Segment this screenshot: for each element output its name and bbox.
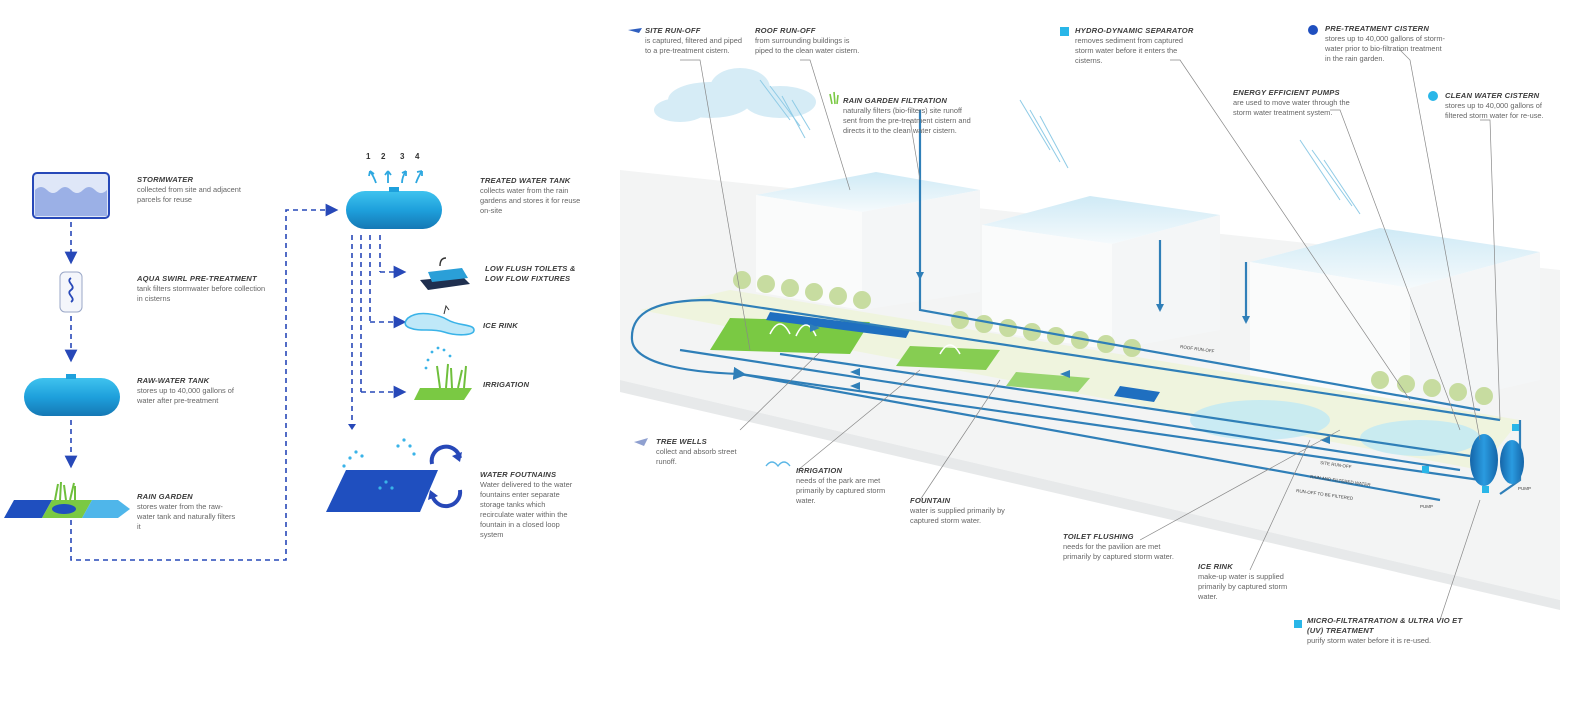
rain-garden-icon — [4, 481, 130, 518]
clean-cistern-dot-icon — [1428, 91, 1438, 101]
water-fountains-desc: Water delivered to the water fountains e… — [480, 480, 573, 539]
rain-garden-filtration-label: RAIN GARDEN FILTRATION naturally filters… — [843, 96, 975, 136]
stormwater-desc: collected from site and adjacent parcels… — [137, 185, 241, 204]
raw-water-tank-label: RAW-WATER TANK stores up to 40,000 gallo… — [137, 376, 247, 406]
treated-tank-label: TREATED WATER TANK collects water from t… — [480, 176, 590, 216]
rain-lines — [759, 79, 1361, 215]
stormwater-box-icon — [32, 172, 110, 219]
sink-icon — [420, 257, 470, 290]
treated-water-tank-icon — [346, 187, 442, 229]
outlet-number-4: 4 — [415, 152, 420, 161]
low-flush-label: LOW FLUSH TOILETS & LOW FLOW FIXTURES — [485, 264, 595, 284]
separator-icon — [1060, 27, 1069, 36]
water-fountains-title: WATER FOUTNAINS — [480, 470, 557, 479]
ice-rink-icon — [404, 304, 475, 336]
fountain-right-title: FOUNTAIN — [910, 496, 951, 505]
clean-cistern-label: CLEAN WATER CISTERN stores up to 40,000 … — [1445, 91, 1555, 121]
clean-water-cistern-icon — [1500, 440, 1524, 484]
aqua-swirl-title: AQUA SWIRL PRE-TREATMENT — [137, 274, 257, 283]
micro-filtration-icon — [1294, 620, 1302, 628]
irrigation-spray-icon — [765, 461, 791, 468]
right-site-diagram: ROOF RUN-OFF SITE RUN-OFF RAIN AND FILTE… — [620, 25, 1560, 628]
pipe-label-roof-runoff: ROOF RUN-OFF — [1180, 344, 1215, 354]
ice-rink-title: ICE RINK — [483, 321, 518, 330]
irrigation-label: IRRIGATION — [483, 380, 563, 390]
raw-water-tank-title: RAW-WATER TANK — [137, 376, 210, 385]
fountain-sprays — [769, 323, 961, 355]
energy-pumps-title: ENERGY EFFICIENT PUMPS — [1233, 88, 1340, 97]
toilet-flushing-title: TOILET FLUSHING — [1063, 532, 1134, 541]
pipe-label-site-runoff: SITE RUN-OFF — [1320, 460, 1352, 469]
roof-runoff-label: ROOF RUN-OFF from surrounding buildings … — [755, 26, 865, 56]
ice-rink-right-title: ICE RINK — [1198, 562, 1233, 571]
micro-filtration-label: MICRO-FILTRATRATION & ULTRA VIO ET (UV) … — [1307, 616, 1467, 646]
aqua-swirl-desc: tank filters stormwater before collectio… — [137, 284, 266, 303]
outlet-number-2: 2 — [381, 152, 386, 161]
raw-water-tank-icon — [24, 374, 120, 416]
tree-wells-desc: collect and absorb street runoff. — [656, 447, 737, 466]
ice-rink-label: ICE RINK — [483, 321, 563, 331]
roof-runoff-desc: from surrounding buildings is piped to t… — [755, 36, 860, 55]
toilet-flushing-label: TOILET FLUSHING needs for the pavilion a… — [1063, 532, 1178, 562]
fountain-right-label: FOUNTAIN water is supplied primarily by … — [910, 496, 1030, 526]
site-runoff-desc: is captured, filtered and piped to a pre… — [645, 36, 742, 55]
water-fountains-label: WATER FOUTNAINS Water delivered to the w… — [480, 470, 578, 540]
toilet-flushing-desc: needs for the pavilion are met primarily… — [1063, 542, 1174, 561]
aqua-swirl-label: AQUA SWIRL PRE-TREATMENT tank filters st… — [137, 274, 267, 304]
treated-tank-desc: collects water from the rain gardens and… — [480, 186, 581, 215]
micro-filtration-title: MICRO-FILTRATRATION & ULTRA VIO ET (UV) … — [1307, 616, 1463, 635]
low-flush-title: LOW FLUSH TOILETS & LOW FLOW FIXTURES — [485, 264, 576, 283]
left-flow-diagram — [4, 170, 475, 561]
roof-runoff-title: ROOF RUN-OFF — [755, 26, 816, 35]
stormwater-title: STORMWATER — [137, 175, 194, 184]
treated-tank-title: TREATED WATER TANK — [480, 176, 571, 185]
hydro-separator-desc: removes sediment from captured storm wat… — [1075, 36, 1184, 65]
irrigation-icon — [414, 346, 472, 400]
rain-garden-desc: stores water from the raw-water tank and… — [137, 502, 236, 531]
hydro-separator-title: HYDRO-DYNAMIC SEPARATOR — [1075, 26, 1194, 35]
fountain-icon — [326, 438, 463, 512]
outlet-number-3: 3 — [400, 152, 405, 161]
tree-wells-label: TREE WELLS collect and absorb street run… — [656, 437, 746, 467]
pretreatment-cistern-title: PRE-TREATMENT CISTERN — [1325, 24, 1430, 33]
building-3 — [1250, 228, 1540, 410]
hydro-separator-label: HYDRO-DYNAMIC SEPARATOR removes sediment… — [1075, 26, 1195, 66]
rain-garden-title: RAIN GARDEN — [137, 492, 193, 501]
rain-garden-filtration-title: RAIN GARDEN FILTRATION — [843, 96, 948, 105]
irrigation-title: IRRIGATION — [483, 380, 530, 389]
outlet-arrows — [368, 170, 423, 184]
clean-cistern-title: CLEAN WATER CISTERN — [1445, 91, 1540, 100]
clean-cistern-desc: stores up to 40,000 gallons of filtered … — [1445, 101, 1544, 120]
site-runoff-title: SITE RUN-OFF — [645, 26, 701, 35]
tree-wells-icon — [634, 438, 648, 446]
pre-treatment-cistern-icon — [1470, 434, 1498, 486]
rain-garden-filtration-desc: naturally filters (bio-filters) site run… — [843, 106, 971, 135]
irrigation-right-title: IRRIGATION — [796, 466, 843, 475]
micro-filtration-desc: purify storm water before it is re-used. — [1307, 636, 1432, 645]
irrigation-right-label: IRRIGATION needs of the park are met pri… — [796, 466, 892, 506]
tree-wells-title: TREE WELLS — [656, 437, 707, 446]
stormwater-label: STORMWATER collected from site and adjac… — [137, 175, 257, 205]
rain-garden-label: RAIN GARDEN stores water from the raw-wa… — [137, 492, 237, 532]
site-runoff-icon — [628, 28, 642, 33]
ice-rink-right-label: ICE RINK make-up water is supplied prima… — [1198, 562, 1308, 602]
pretreatment-cistern-dot-icon — [1308, 25, 1318, 35]
site-runoff-label: SITE RUN-OFF is captured, filtered and p… — [645, 26, 745, 56]
pipe-label-pump-2: PUMP — [1420, 504, 1433, 509]
aqua-swirl-icon — [59, 271, 83, 313]
energy-pumps-desc: are used to move water through the storm… — [1233, 98, 1350, 117]
pipe-network — [630, 110, 1522, 502]
energy-pumps-label: ENERGY EFFICIENT PUMPS are used to move … — [1233, 88, 1353, 118]
raw-water-tank-desc: stores up to 40,000 gallons of water aft… — [137, 386, 234, 405]
irrigation-right-desc: needs of the park are met primarily by c… — [796, 476, 886, 505]
ice-rink-right-desc: make-up water is supplied primarily by c… — [1198, 572, 1288, 601]
pretreatment-cistern-label: PRE-TREATMENT CISTERN stores up to 40,00… — [1325, 24, 1445, 64]
outlet-number-1: 1 — [366, 152, 371, 161]
pretreatment-cistern-desc: stores up to 40,000 gallons of storm-wat… — [1325, 34, 1445, 63]
rain-garden-filtration-icon — [829, 91, 839, 105]
pipe-label-pump: PUMP — [1518, 486, 1531, 491]
fountain-right-desc: water is supplied primarily by captured … — [910, 506, 1005, 525]
